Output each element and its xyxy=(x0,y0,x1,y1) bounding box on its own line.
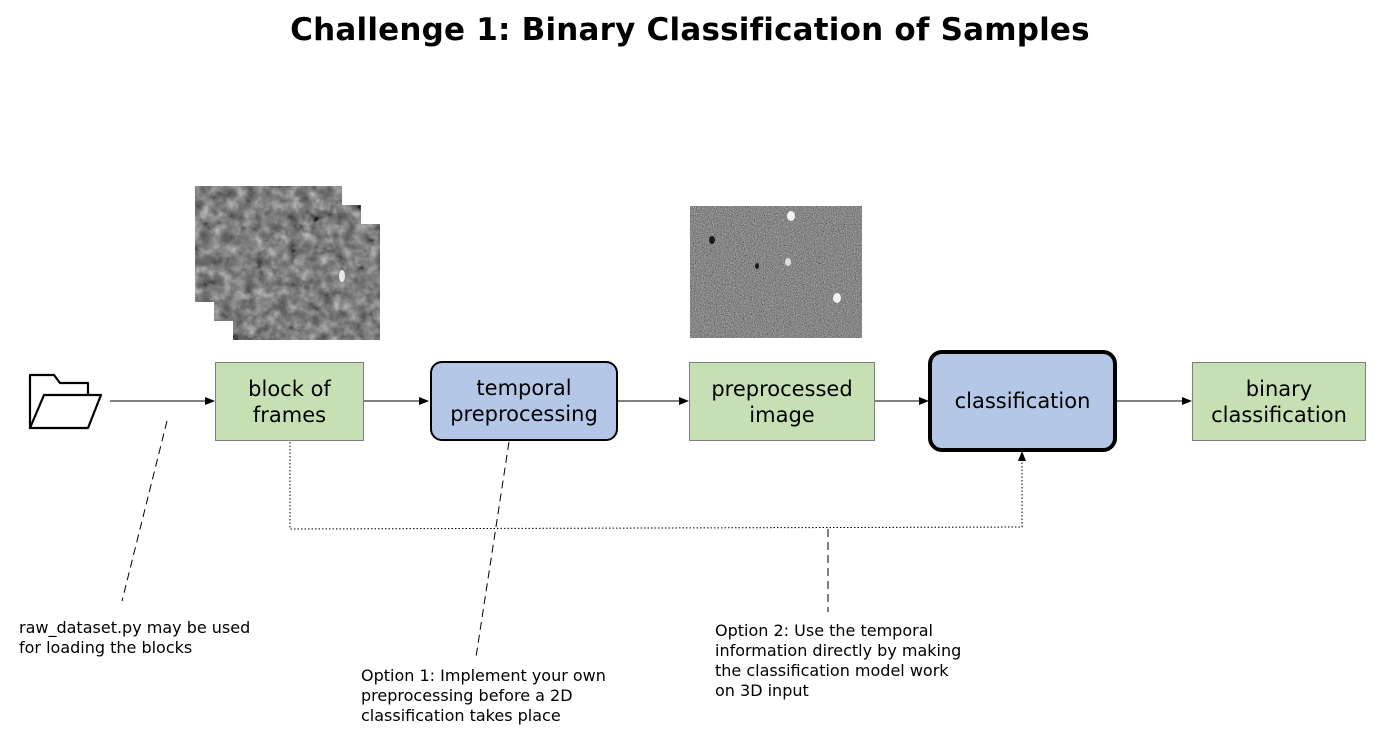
leader-raw-dataset xyxy=(121,420,168,602)
frames-stack-image xyxy=(195,186,380,340)
folder-open-icon xyxy=(28,373,103,430)
temporal-preprocessing-box: temporal preprocessing xyxy=(430,361,618,441)
bypass-path-3d xyxy=(289,442,1026,530)
block-of-frames-box: block of frames xyxy=(215,362,364,441)
note-option2: Option 2: Use the temporal information d… xyxy=(715,621,962,700)
note-option1: Option 1: Implement your own preprocessi… xyxy=(361,666,606,725)
leader-option1 xyxy=(475,441,510,658)
note-raw-dataset: raw_dataset.py may be used for loading t… xyxy=(19,618,251,657)
preprocessed-image-box: preprocessed image xyxy=(689,362,875,441)
classification-box: classification xyxy=(928,350,1117,452)
preprocessed-noise-image xyxy=(690,206,862,338)
diagram-title: Challenge 1: Binary Classification of Sa… xyxy=(290,12,1090,48)
binary-classification-box: binary classification xyxy=(1192,362,1366,441)
